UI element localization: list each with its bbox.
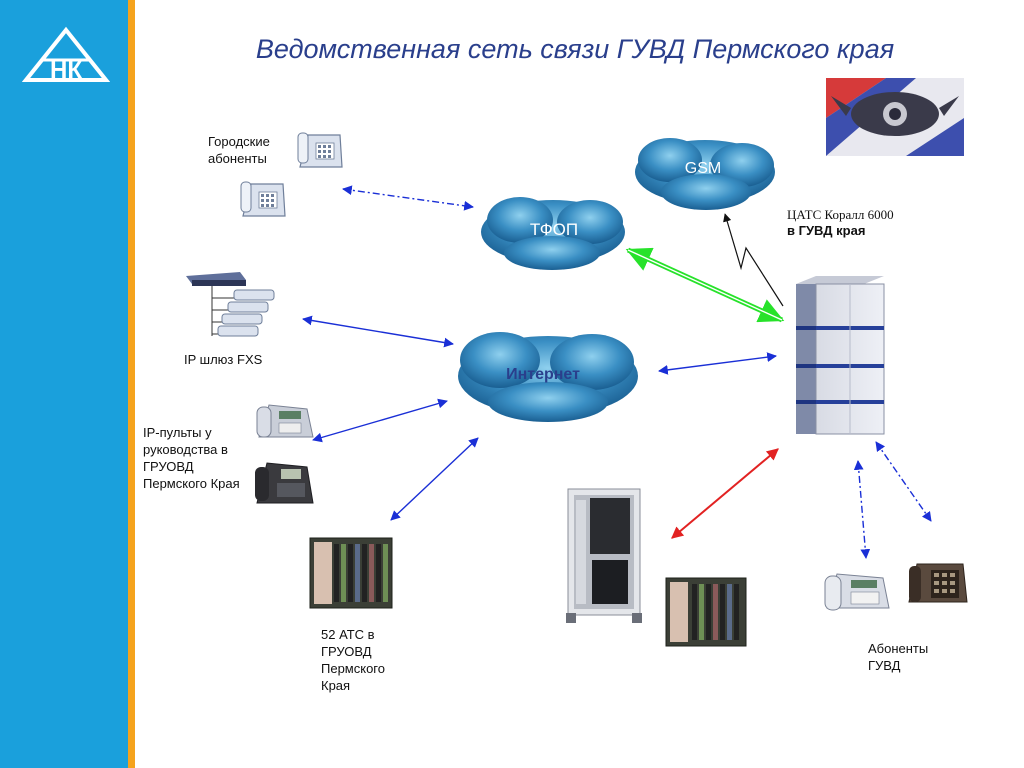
central-pbx-label-line1: ЦАТС Коралл 6000 xyxy=(787,207,894,222)
pbx-52-image xyxy=(309,537,393,609)
ip-gateway-label: IP шлюз FXS xyxy=(184,352,263,367)
pstn-cloud-label: ТФОП xyxy=(529,220,579,239)
internet-cloud-label: Интернет xyxy=(506,366,580,383)
internet-cloud xyxy=(458,332,638,422)
logo-text: НК xyxy=(50,57,82,84)
sidebar-stripe xyxy=(128,0,135,768)
regional-pbx-image xyxy=(665,577,747,647)
gsm-cloud-label: GSM xyxy=(684,160,722,177)
central-pbx-cabinet-image xyxy=(796,276,885,435)
link-pstn-central-pbx xyxy=(625,247,785,323)
emblem-image xyxy=(826,78,964,156)
link-central-pbx-subscribers-b xyxy=(875,441,932,522)
pstn-cloud xyxy=(481,197,625,270)
ip-console-phone-icon xyxy=(256,404,314,438)
city-phone-icon xyxy=(297,132,343,168)
ip-consoles-label: IP-пульты у руководства в ГРУОВД Пермско… xyxy=(143,425,240,491)
link-consoles-internet xyxy=(312,398,448,443)
page-title: Ведомственная сеть связи ГУВД Пермского … xyxy=(255,34,895,64)
pbx-52-label: 52 АТС в ГРУОВД Пермского Края xyxy=(321,627,385,693)
link-city-pstn xyxy=(342,185,474,211)
guvd-subscribers-label: Абоненты ГУВД xyxy=(868,641,929,673)
company-logo: НК xyxy=(22,26,110,84)
city-subscribers-label: Городские абоненты xyxy=(208,134,270,166)
link-internet-central-pbx xyxy=(658,352,777,375)
link-pbx52-internet xyxy=(390,437,479,521)
link-regional-central-pbx xyxy=(671,448,779,539)
link-central-pbx-gsm xyxy=(723,213,784,307)
city-phone-icon xyxy=(240,181,286,217)
sidebar-band xyxy=(0,0,128,768)
gsm-cloud xyxy=(635,138,775,210)
ip-console-phone-icon xyxy=(255,462,314,504)
link-central-pbx-subscribers-a xyxy=(853,460,871,559)
subscriber-phone-icon xyxy=(908,563,968,603)
subscriber-phone-icon xyxy=(824,573,890,611)
ip-gateway-icon xyxy=(186,272,275,337)
central-pbx-label-line2: в ГУВД края xyxy=(787,223,866,238)
link-gateway-internet xyxy=(302,315,454,348)
regional-rack-cabinet-image xyxy=(566,488,642,623)
